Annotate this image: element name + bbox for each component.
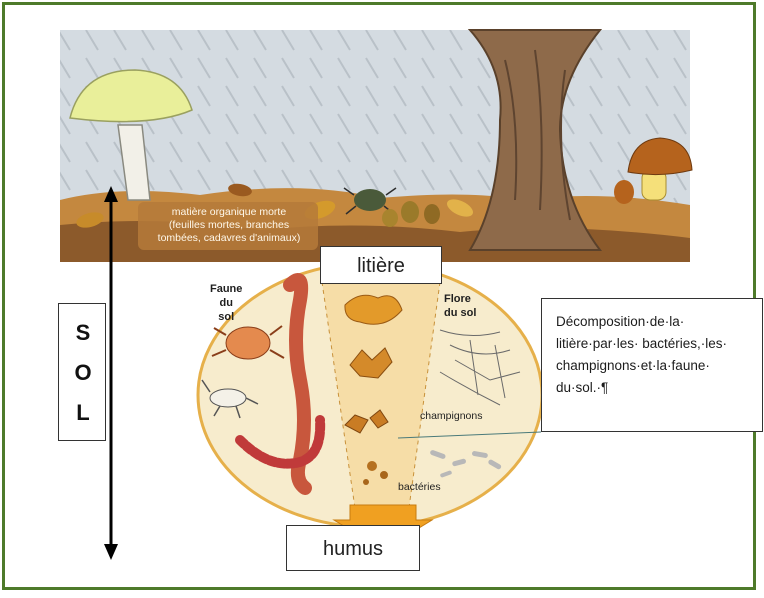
dead-matter-line-1: matière organique morte	[143, 206, 315, 219]
litiere-label: litière	[320, 246, 442, 284]
faune-label: Faune du sol	[210, 282, 242, 324]
flore-line-1: Flore	[444, 292, 476, 306]
faune-line-1: Faune	[210, 282, 242, 296]
dead-matter-line-3: tombées, cadavres d'animaux)	[143, 232, 315, 245]
champignons-label: champignons	[420, 410, 482, 422]
humus-label: humus	[286, 525, 420, 571]
sol-letter-o: O	[59, 360, 107, 386]
sol-label: S O L	[58, 303, 106, 441]
flore-label: Flore du sol	[444, 292, 476, 320]
description-textbox: Décomposition·de·la· litière·par·les· ba…	[541, 298, 763, 432]
faune-line-3: sol	[210, 310, 242, 324]
flore-line-2: du sol	[444, 306, 476, 320]
dead-matter-label: matière organique morte (feuilles mortes…	[143, 206, 315, 245]
faune-line-2: du	[210, 296, 242, 310]
sol-letter-s: S	[59, 320, 107, 346]
dead-matter-line-2: (feuilles mortes, branches	[143, 219, 315, 232]
sol-letter-l: L	[59, 400, 107, 426]
bacteries-label: bactéries	[398, 481, 441, 493]
